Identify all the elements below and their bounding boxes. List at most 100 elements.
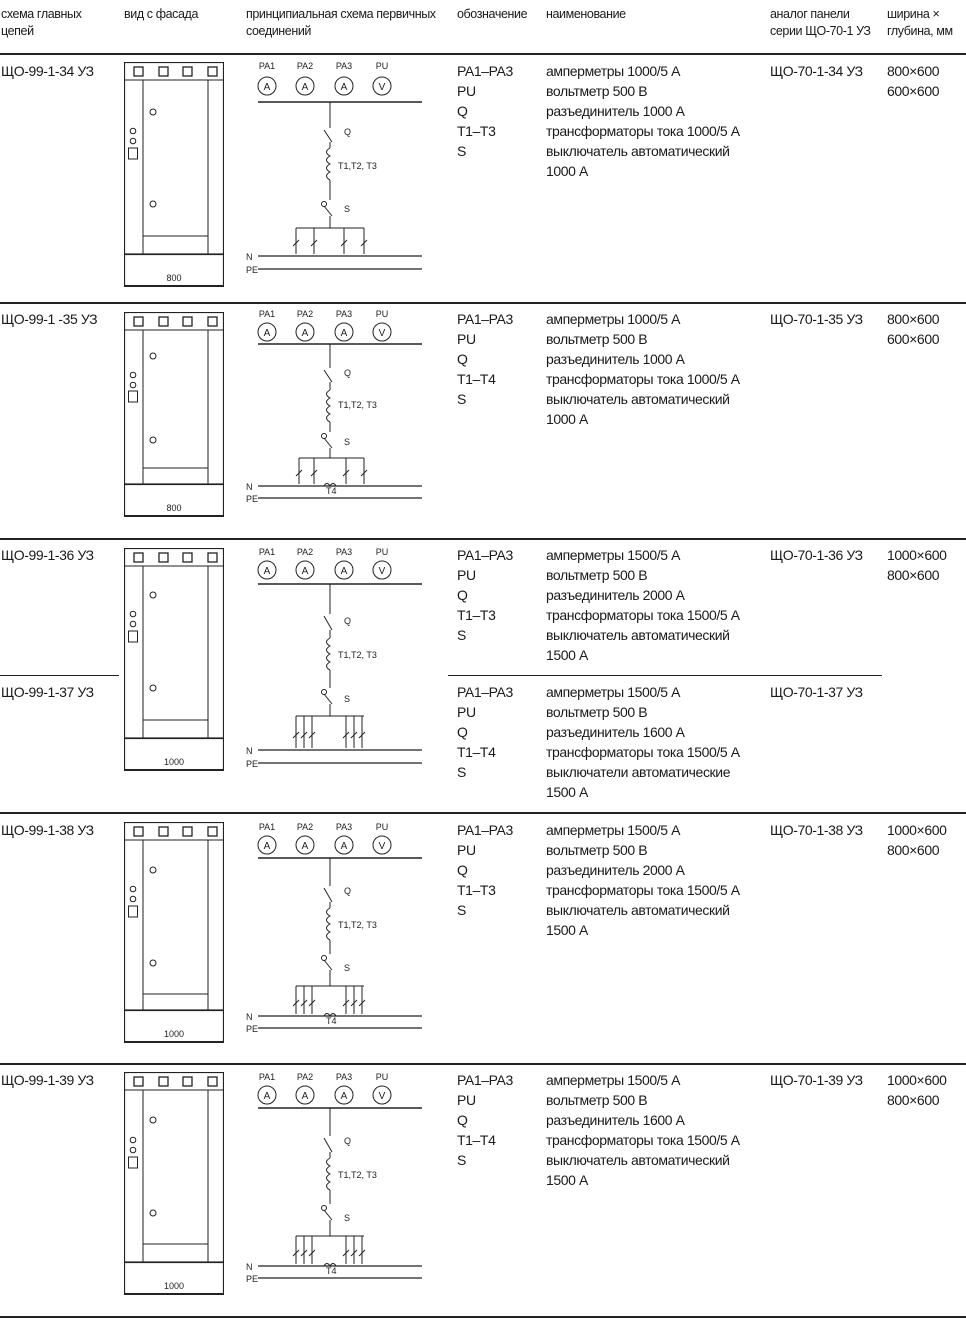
svg-text:PA2: PA2 [297, 1072, 313, 1082]
scheme-code: ЩО-99-1-37 УЗ [1, 684, 94, 700]
analog-code: ЩО-70-1-39 УЗ [770, 1072, 863, 1088]
header-name: наименование [546, 7, 626, 21]
svg-text:A: A [264, 82, 271, 93]
sub-row-divider [0, 675, 119, 676]
svg-text:S: S [344, 437, 350, 447]
svg-text:Q: Q [344, 616, 351, 626]
svg-text:T1,T2, T3: T1,T2, T3 [338, 161, 377, 171]
header-facade: вид с фасада [124, 7, 198, 21]
principal-scheme: PA1 PA2 PA3 PU A A A V Q T1,T2, T3 S N P… [246, 547, 422, 769]
scheme-code: ЩО-99-1-39 УЗ [1, 1072, 94, 1088]
analog-code: ЩО-70-1-35 УЗ [770, 311, 863, 327]
svg-text:S: S [344, 1213, 350, 1223]
svg-text:N: N [246, 252, 253, 262]
svg-text:Q: Q [344, 886, 351, 896]
svg-text:T4: T4 [326, 1266, 337, 1276]
svg-text:PA2: PA2 [297, 61, 313, 71]
svg-text:A: A [264, 328, 271, 339]
svg-text:PA2: PA2 [297, 822, 313, 832]
facade-view: 1000 [124, 548, 224, 771]
svg-text:A: A [302, 82, 309, 93]
svg-text:A: A [264, 841, 271, 852]
svg-text:PU: PU [376, 1072, 389, 1082]
analog-code: ЩО-70-1-34 УЗ [770, 63, 863, 79]
svg-text:A: A [341, 328, 348, 339]
svg-text:PU: PU [376, 822, 389, 832]
facade-width-label: 1000 [164, 1029, 184, 1039]
svg-text:V: V [379, 566, 386, 577]
sub-row-divider [448, 675, 882, 676]
svg-text:PA3: PA3 [336, 1072, 352, 1082]
svg-text:T1,T2, T3: T1,T2, T3 [338, 400, 377, 410]
header-designation: обозначение [457, 7, 528, 21]
principal-scheme: PA1 PA2 PA3 PU A A A V Q T1,T2, T3 S T4 … [246, 309, 422, 504]
header-analog: аналог панели серии ЩО-70-1 УЗ [770, 7, 871, 38]
facade-view: 1000 [124, 1072, 224, 1295]
analog-code: ЩО-70-1-37 УЗ [770, 684, 863, 700]
svg-text:PA1: PA1 [259, 547, 275, 557]
svg-text:N: N [246, 1012, 253, 1022]
analog-code: ЩО-70-1-38 УЗ [770, 822, 863, 838]
facade-width-label: 1000 [164, 1281, 184, 1291]
svg-text:A: A [341, 1091, 348, 1102]
scheme-code: ЩО-99-1-38 УЗ [1, 822, 94, 838]
analog-code: ЩО-70-1-36 УЗ [770, 547, 863, 563]
row-divider [0, 538, 966, 540]
svg-text:PU: PU [376, 61, 389, 71]
facade-width-label: 800 [166, 503, 181, 513]
svg-text:Q: Q [344, 1136, 351, 1146]
scheme-code: ЩО-99-1-34 УЗ [1, 63, 94, 79]
svg-text:PA1: PA1 [259, 61, 275, 71]
facade-width-label: 800 [166, 273, 181, 283]
svg-text:PE: PE [246, 265, 258, 275]
svg-text:PE: PE [246, 1024, 258, 1034]
table-bottom-rule [0, 1316, 966, 1318]
facade-width-label: 1000 [164, 757, 184, 767]
svg-text:Q: Q [344, 127, 351, 137]
svg-text:A: A [264, 566, 271, 577]
svg-text:PA1: PA1 [259, 309, 275, 319]
svg-text:PA3: PA3 [336, 61, 352, 71]
principal-scheme: PA1 PA2 PA3 PU A A A V Q T1,T2, T3 S T4 … [246, 822, 422, 1034]
row-divider [0, 812, 966, 814]
svg-text:S: S [344, 963, 350, 973]
header-principal: принципиальная схема первичных соединени… [246, 7, 436, 38]
svg-text:T1,T2, T3: T1,T2, T3 [338, 650, 377, 660]
svg-text:V: V [379, 328, 386, 339]
svg-text:V: V [379, 841, 386, 852]
svg-text:A: A [302, 841, 309, 852]
svg-text:S: S [344, 694, 350, 704]
svg-text:PA3: PA3 [336, 547, 352, 557]
svg-text:PE: PE [246, 1274, 258, 1284]
svg-text:N: N [246, 1262, 253, 1272]
svg-text:Q: Q [344, 368, 351, 378]
facade-view: 800 [124, 62, 224, 287]
svg-text:A: A [302, 566, 309, 577]
principal-scheme: PA1 PA2 PA3 PU A A A V Q T1,T2, T3 S N P… [246, 61, 422, 275]
svg-text:S: S [344, 204, 350, 214]
svg-text:V: V [379, 1091, 386, 1102]
svg-text:PA3: PA3 [336, 309, 352, 319]
svg-text:N: N [246, 482, 253, 492]
svg-text:PA1: PA1 [259, 822, 275, 832]
header-size: ширина × глубина, мм [887, 7, 953, 38]
svg-text:T1,T2, T3: T1,T2, T3 [338, 1170, 377, 1180]
svg-text:PU: PU [376, 309, 389, 319]
scheme-code: ЩО-99-1 -35 УЗ [1, 311, 98, 327]
svg-text:N: N [246, 746, 253, 756]
svg-text:A: A [341, 841, 348, 852]
